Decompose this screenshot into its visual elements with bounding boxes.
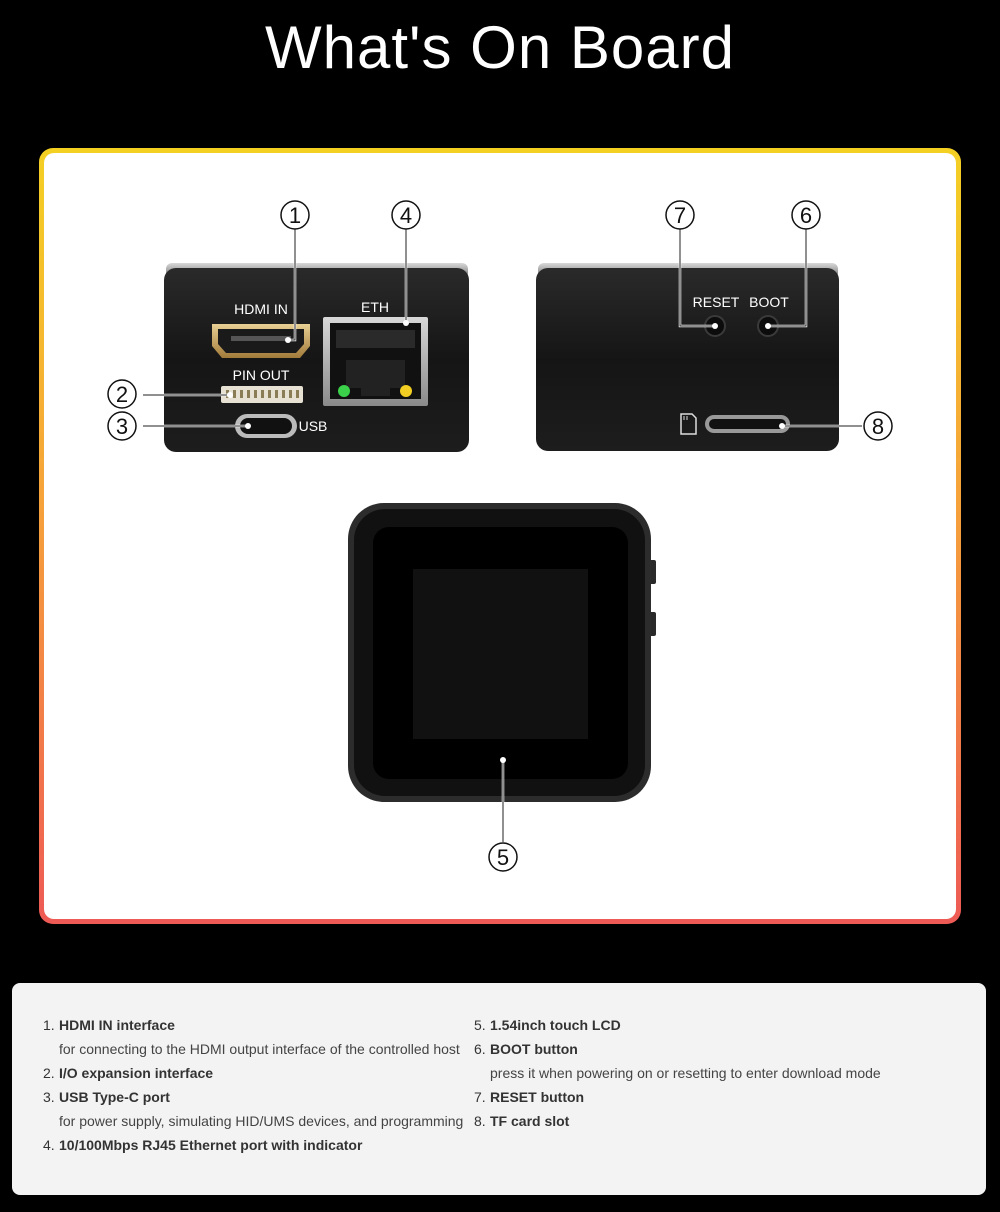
item-title: 1.54inch touch LCD — [490, 1017, 621, 1033]
item-title: HDMI IN interface — [59, 1017, 175, 1033]
callout-7: 7 — [665, 200, 695, 230]
svg-text:5: 5 — [497, 845, 509, 870]
list-item: 7. RESET button — [474, 1085, 964, 1109]
ethernet-port — [323, 317, 428, 406]
pinout-header — [221, 386, 303, 403]
device-front-view: HDMI IN ETH PIN OUT — [164, 263, 469, 452]
usb-c-port — [235, 414, 297, 438]
item-title: TF card slot — [490, 1113, 570, 1129]
feature-list-right: 5. 1.54inch touch LCD 6. BOOT button pre… — [474, 1013, 964, 1133]
callout-5: 5 — [488, 842, 518, 872]
tf-card-slot — [705, 415, 790, 433]
hdmi-label: HDMI IN — [234, 301, 288, 317]
item-number: 8. — [474, 1113, 486, 1129]
callout-8: 8 — [863, 411, 893, 441]
pinout-label: PIN OUT — [233, 367, 290, 383]
item-number: 3. — [43, 1089, 55, 1105]
item-title: RESET button — [490, 1089, 585, 1105]
item-number: 5. — [474, 1017, 486, 1033]
device-lcd-view — [348, 503, 656, 802]
list-item: 2. I/O expansion interface — [43, 1061, 473, 1085]
list-item: 3. USB Type-C port — [43, 1085, 473, 1109]
item-title: BOOT button — [490, 1041, 578, 1057]
leader-dots — [227, 320, 785, 763]
callout-3: 3 — [107, 411, 137, 441]
item-title: 10/100Mbps RJ45 Ethernet port with indic… — [59, 1137, 363, 1153]
item-description: for power supply, simulating HID/UMS dev… — [59, 1113, 464, 1129]
list-item: 4. 10/100Mbps RJ45 Ethernet port with in… — [43, 1133, 473, 1157]
svg-text:7: 7 — [674, 203, 686, 228]
callout-1: 1 — [280, 200, 310, 230]
callout-6: 6 — [791, 200, 821, 230]
callout-2: 2 — [107, 379, 137, 409]
item-description: for connecting to the HDMI output interf… — [59, 1041, 460, 1057]
feature-list-left: 1. HDMI IN interface for connecting to t… — [43, 1013, 473, 1157]
item-number: 6. — [474, 1041, 486, 1057]
eth-led-yellow-icon — [400, 385, 412, 397]
eth-label: ETH — [361, 299, 389, 315]
svg-text:1: 1 — [289, 203, 301, 228]
item-number: 7. — [474, 1089, 486, 1105]
list-item: 8. TF card slot — [474, 1109, 964, 1133]
svg-text:6: 6 — [800, 203, 812, 228]
item-title: I/O expansion interface — [59, 1065, 214, 1081]
list-item: 1. HDMI IN interface — [43, 1013, 473, 1037]
svg-text:2: 2 — [116, 382, 128, 407]
item-number: 4. — [43, 1137, 55, 1153]
device-back-view: RESET BOOT — [536, 263, 839, 451]
lcd-screen — [413, 569, 588, 739]
page-title: What's On Board — [265, 14, 735, 81]
reset-label: RESET — [693, 294, 740, 310]
callout-4: 4 — [391, 200, 421, 230]
boot-label: BOOT — [749, 294, 789, 310]
list-item: 5. 1.54inch touch LCD — [474, 1013, 964, 1037]
item-number: 1. — [43, 1017, 55, 1033]
item-description: press it when powering on or resetting t… — [490, 1065, 881, 1081]
feature-list-panel: 1. HDMI IN interface for connecting to t… — [12, 983, 986, 1195]
eth-led-green-icon — [338, 385, 350, 397]
item-title: USB Type-C port — [59, 1089, 170, 1105]
device-diagram: HDMI IN ETH PIN OUT — [107, 200, 893, 872]
tf-card-icon — [680, 413, 697, 435]
svg-text:3: 3 — [116, 414, 128, 439]
list-item: 6. BOOT button — [474, 1037, 964, 1061]
device-body — [536, 268, 839, 451]
svg-text:8: 8 — [872, 414, 884, 439]
svg-text:4: 4 — [400, 203, 412, 228]
hdmi-port — [212, 324, 310, 358]
item-number: 2. — [43, 1065, 55, 1081]
usb-label: USB — [299, 418, 328, 434]
